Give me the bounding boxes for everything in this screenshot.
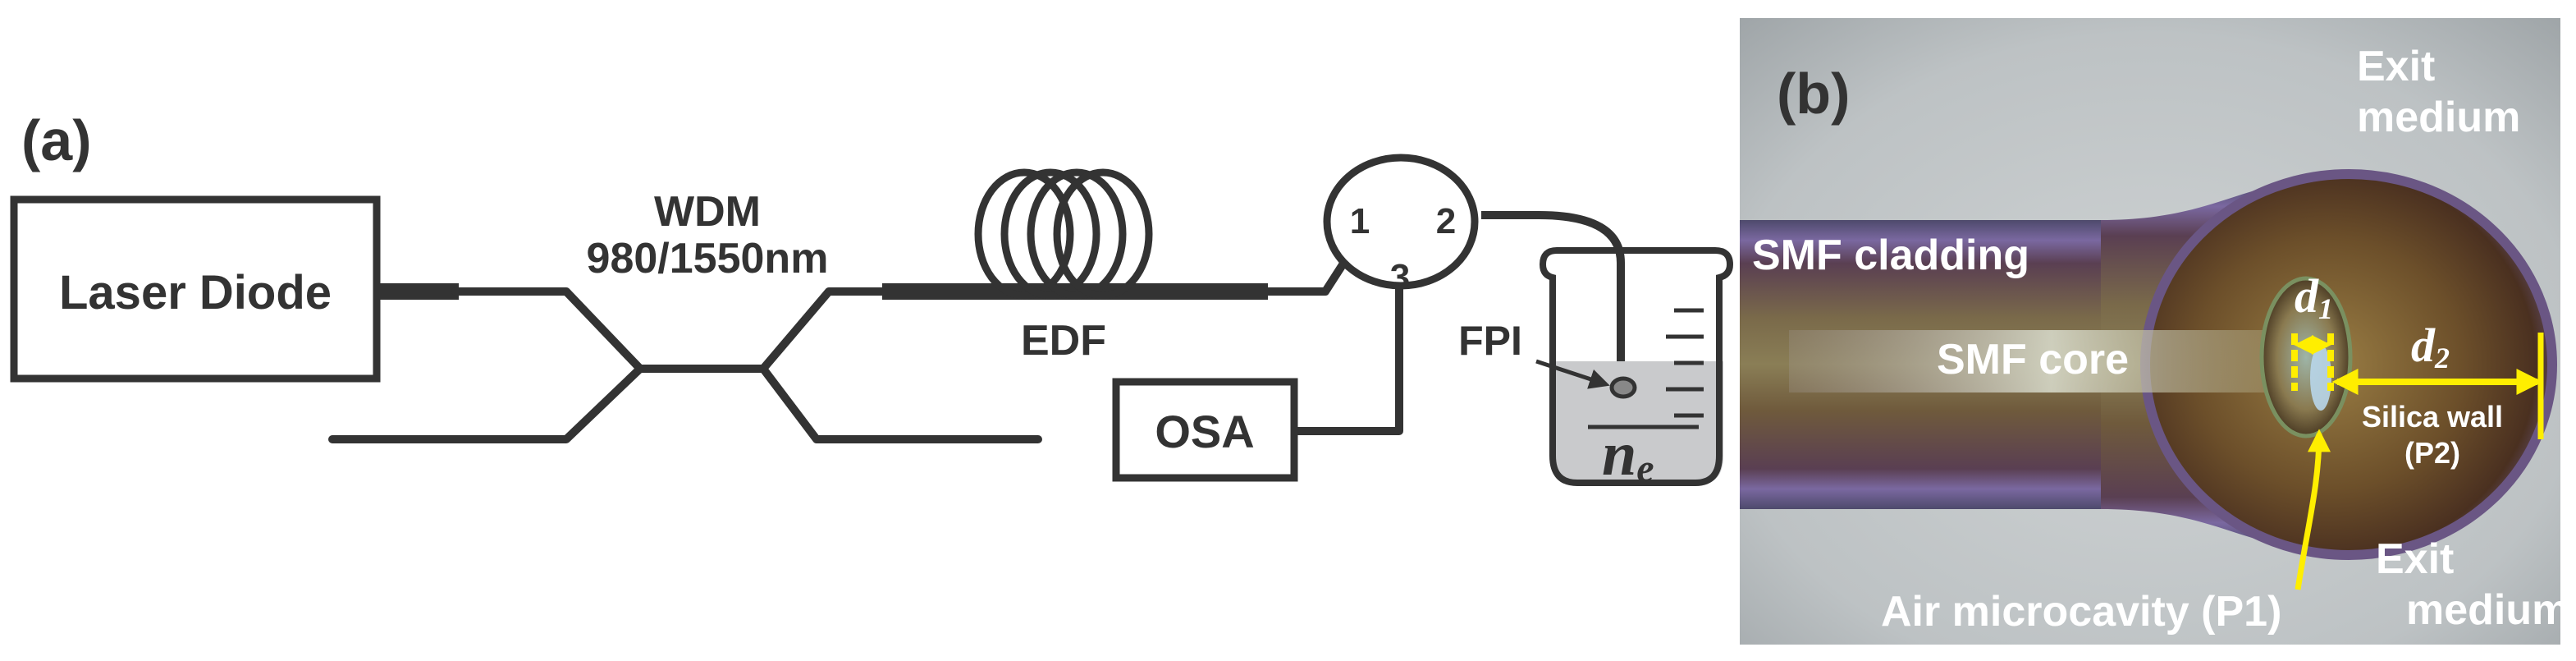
exit-medium-top-line1: Exit	[2357, 43, 2435, 90]
smf-cladding-label: SMF cladding	[1752, 232, 2029, 279]
silica-wall-p2-label: (P2)	[2404, 436, 2460, 470]
panel-b: (b) Exit medium SMF cladding SMF core d1…	[1740, 18, 2569, 645]
laser-diode-label: Laser Diode	[59, 266, 332, 319]
panel-b-tag: (b)	[1777, 62, 1850, 126]
edf-label: EDF	[1021, 317, 1106, 365]
d1-label: d1	[2295, 269, 2333, 325]
wdm-band-label: 980/1550nm	[587, 235, 829, 282]
d2-label: d2	[2411, 319, 2450, 374]
d2-sub: 2	[2434, 342, 2450, 374]
wdm-coupler	[328, 287, 1042, 443]
circulator-port-3: 3	[1390, 257, 1410, 297]
osa-box	[1112, 378, 1298, 482]
edf-coil	[974, 168, 1153, 300]
fpi-label: FPI	[1458, 318, 1522, 364]
wdm-label: WDM	[654, 188, 761, 236]
beaker	[1539, 247, 1734, 486]
exit-medium-bottom-line1: Exit	[2376, 535, 2454, 583]
osa-label: OSA	[1155, 406, 1254, 457]
silica-wall-label: Silica wall	[2362, 400, 2503, 434]
d2-main: d	[2411, 319, 2436, 372]
smf-core	[1789, 330, 2314, 392]
edf-fiber-line	[882, 283, 1268, 300]
ne-label: ne	[1602, 420, 1654, 490]
fpi-sensor-tip	[1609, 376, 1637, 399]
d1-main: d	[2295, 269, 2319, 323]
exit-medium-top-line2: medium	[2357, 94, 2520, 141]
panel-a: (a) Laser Diode WDM 980/1550nm EDF 1	[10, 108, 1734, 490]
panel-a-tag: (a)	[21, 108, 92, 172]
fpi-arrow	[1535, 359, 1610, 389]
circulator-port-1: 1	[1350, 201, 1370, 241]
air-microcavity-label: Air microcavity (P1)	[1881, 588, 2281, 636]
smf-core-label: SMF core	[1937, 336, 2129, 383]
air-microcavity-pointer	[2295, 429, 2331, 590]
cavity-highlight	[2310, 345, 2331, 411]
ne-main: n	[1602, 420, 1636, 489]
circulator	[1323, 154, 1479, 290]
circulator-port-2: 2	[1436, 201, 1456, 241]
ne-sub: e	[1636, 447, 1654, 490]
laser-pigtail	[377, 283, 459, 300]
exit-medium-bottom-line2: medium	[2406, 586, 2569, 634]
d1-sub: 1	[2318, 292, 2333, 325]
